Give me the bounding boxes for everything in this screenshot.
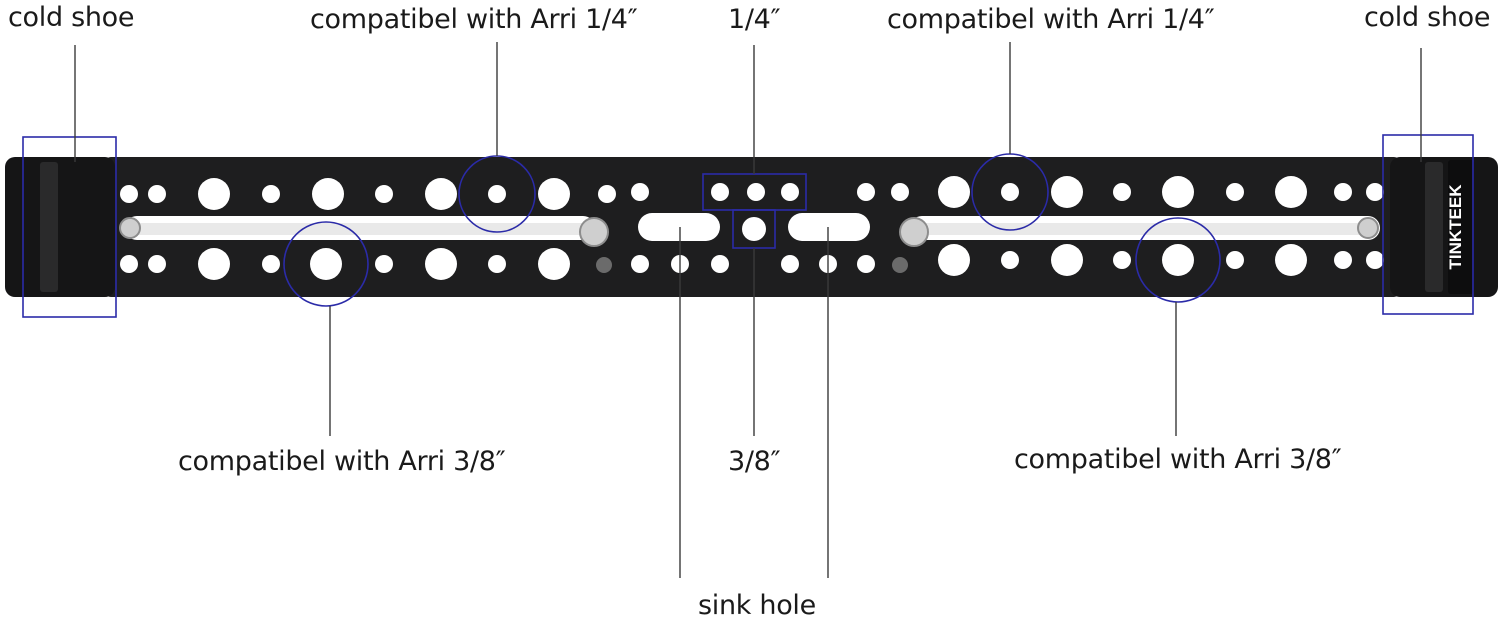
hole-1-4 bbox=[488, 185, 506, 203]
sink-slot-left bbox=[638, 213, 720, 241]
cold-shoe-right-box bbox=[1382, 134, 1474, 315]
hole-3-8 bbox=[1162, 176, 1194, 208]
label-cold-shoe-left: cold shoe bbox=[8, 2, 135, 33]
label-three-eighths-center: 3/8″ bbox=[728, 446, 781, 477]
hole-1-4 bbox=[148, 255, 166, 273]
right-end-cap bbox=[1390, 157, 1498, 297]
hole-1-4 bbox=[747, 183, 765, 201]
hole-1-4 bbox=[1113, 183, 1131, 201]
hole-1-4 bbox=[781, 255, 799, 273]
screw-head bbox=[1357, 217, 1379, 239]
label-arri-quarter-left: compatibel with Arri 1/4″ bbox=[310, 4, 638, 35]
hole-3-8 bbox=[425, 178, 457, 210]
hole-1-4 bbox=[375, 185, 393, 203]
hole-1-4 bbox=[598, 185, 616, 203]
hole-1-4 bbox=[375, 255, 393, 273]
hole-1-4 bbox=[1334, 183, 1352, 201]
hole-1-4 bbox=[1226, 183, 1244, 201]
hole-3-8 bbox=[1275, 176, 1307, 208]
sink-slot-right bbox=[788, 213, 870, 241]
set-screw bbox=[596, 257, 612, 273]
brand-logo: TINKTEEK bbox=[1446, 184, 1465, 270]
label-quarter-center: 1/4″ bbox=[728, 4, 781, 35]
hole-3-8 bbox=[1162, 244, 1194, 276]
hole-1-4 bbox=[262, 255, 280, 273]
label-sink-hole: sink hole bbox=[698, 590, 816, 621]
hole-1-4 bbox=[891, 183, 909, 201]
arri-3-8-right-circle bbox=[1135, 217, 1221, 303]
hole-1-4 bbox=[631, 183, 649, 201]
hole-3-8 bbox=[310, 248, 342, 280]
hole-3-8 bbox=[1051, 244, 1083, 276]
hole-3-8 bbox=[312, 178, 344, 210]
hole-1-4 bbox=[1001, 183, 1019, 201]
hole-1-4 bbox=[781, 183, 799, 201]
leader-lines bbox=[74, 42, 1422, 578]
hole-1-4 bbox=[120, 255, 138, 273]
hole-3-8 bbox=[1051, 176, 1083, 208]
cold-shoe-left-box bbox=[22, 136, 117, 318]
screw-head bbox=[119, 217, 141, 239]
brand-panel bbox=[1448, 160, 1474, 294]
right-slot-inner bbox=[910, 223, 1370, 235]
hole-1-4 bbox=[262, 185, 280, 203]
hole-1-4 bbox=[857, 183, 875, 201]
hole-1-4 bbox=[1226, 251, 1244, 269]
hole-1-4 bbox=[1113, 251, 1131, 269]
hole-1-4 bbox=[857, 255, 875, 273]
label-arri-3-8-right: compatibel with Arri 3/8″ bbox=[1014, 444, 1342, 475]
hole-1-4 bbox=[148, 185, 166, 203]
mounting-holes bbox=[120, 176, 1384, 280]
hole-1-4 bbox=[711, 255, 729, 273]
hole-1-4 bbox=[1001, 251, 1019, 269]
label-cold-shoe-right: cold shoe bbox=[1364, 2, 1491, 33]
label-arri-3-8-left: compatibel with Arri 3/8″ bbox=[178, 446, 506, 477]
hole-3-8 bbox=[198, 248, 230, 280]
screw-head bbox=[899, 217, 929, 247]
hole-1-4 bbox=[488, 255, 506, 273]
label-arri-quarter-right: compatibel with Arri 1/4″ bbox=[887, 4, 1215, 35]
hole-1-4 bbox=[1334, 251, 1352, 269]
right-cold-shoe bbox=[1425, 162, 1443, 292]
hole-1-4 bbox=[120, 185, 138, 203]
hole-1-4 bbox=[1366, 251, 1384, 269]
hole-3-8 bbox=[538, 248, 570, 280]
hole-1-4 bbox=[742, 217, 766, 241]
hole-3-8 bbox=[938, 176, 970, 208]
hole-3-8 bbox=[938, 244, 970, 276]
hole-1-4 bbox=[631, 255, 649, 273]
hole-3-8 bbox=[425, 248, 457, 280]
left-slot-inner bbox=[135, 223, 595, 235]
hole-3-8 bbox=[198, 178, 230, 210]
hole-1-4 bbox=[1366, 183, 1384, 201]
set-screw bbox=[892, 257, 908, 273]
hole-1-4 bbox=[711, 183, 729, 201]
hole-3-8 bbox=[538, 178, 570, 210]
left-end-cap bbox=[5, 157, 115, 297]
left-cold-shoe bbox=[40, 162, 58, 292]
screw-head bbox=[579, 217, 609, 247]
hole-3-8 bbox=[1275, 244, 1307, 276]
arri-3-8-left-circle bbox=[283, 221, 369, 307]
